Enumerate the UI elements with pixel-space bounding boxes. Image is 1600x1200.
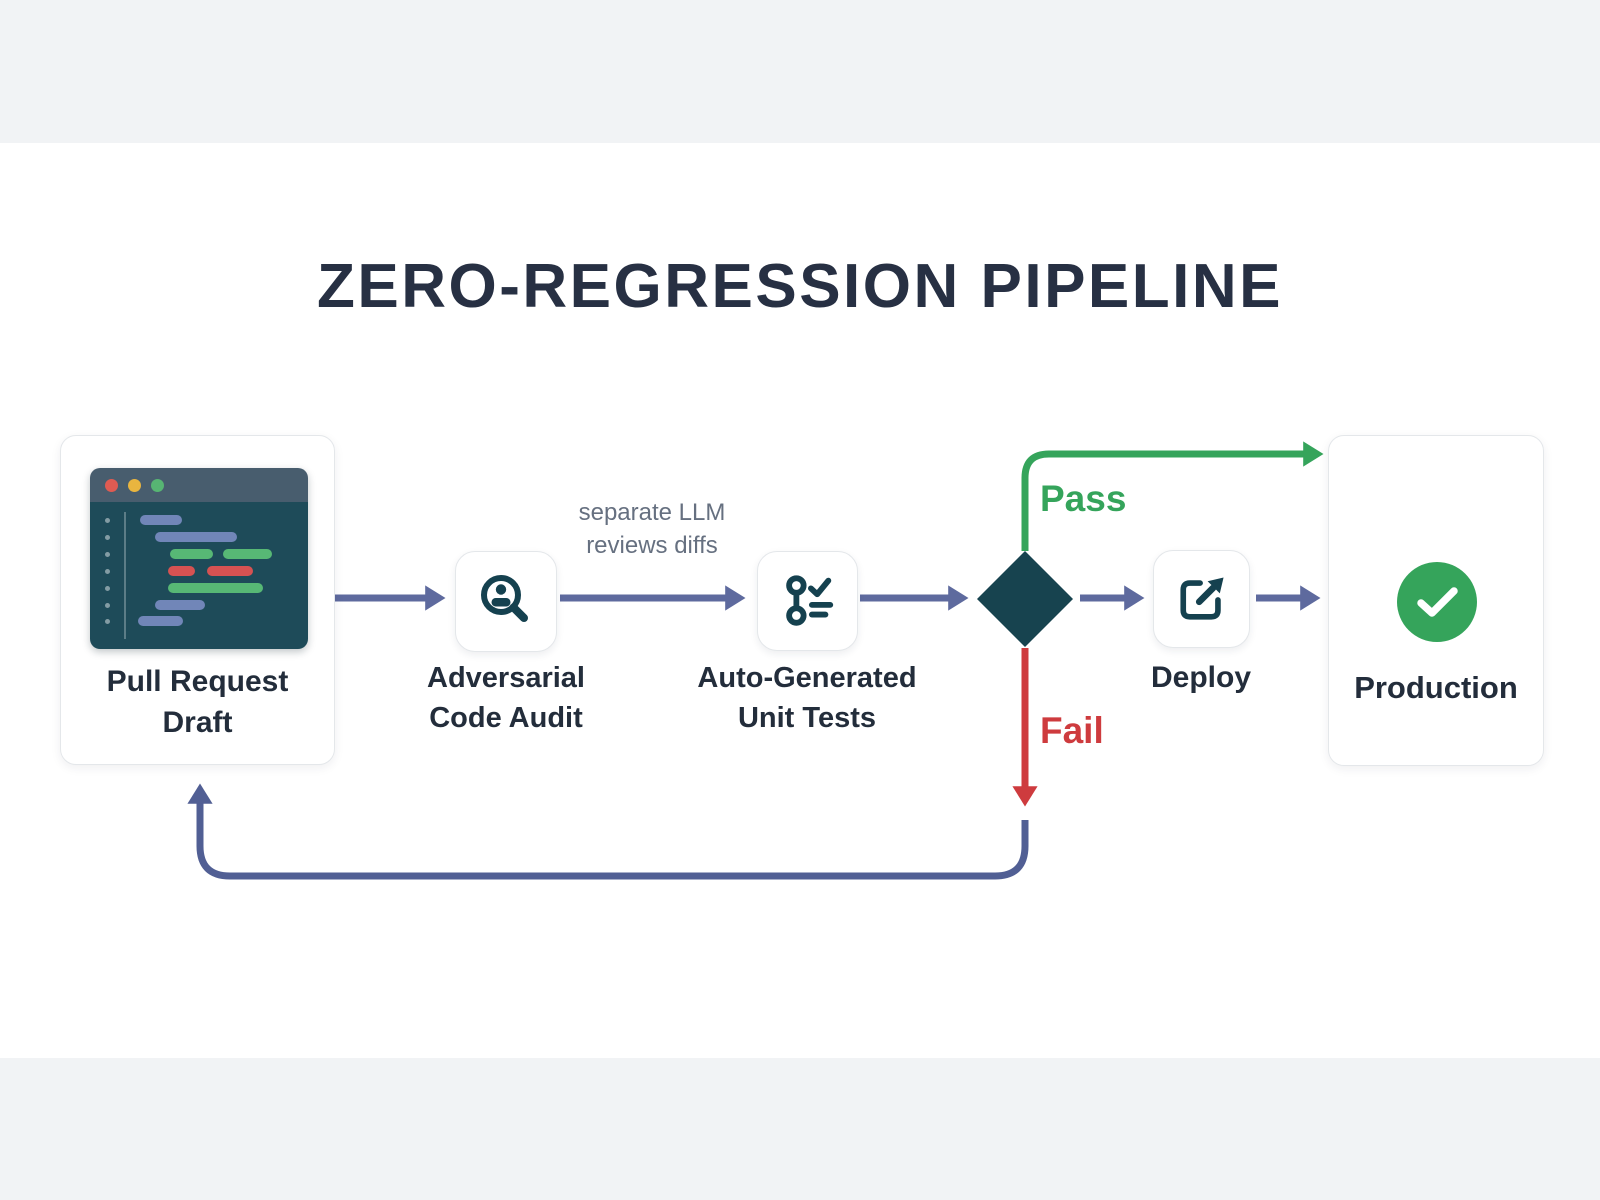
unit-tests-label: Auto-Generated Unit Tests — [697, 662, 917, 734]
node-adversarial-code-audit — [455, 551, 557, 652]
pass-label: Pass — [1040, 478, 1127, 519]
code-audit-label: Adversarial Code Audit — [427, 662, 585, 734]
node-auto-generated-unit-tests — [757, 551, 858, 651]
diagram-title: ZERO-REGRESSION PIPELINE — [316, 252, 1284, 321]
editor-titlebar — [90, 468, 308, 502]
check-mark — [1417, 587, 1458, 617]
fail-label: Fail — [1040, 710, 1104, 751]
commit-checklist-icon — [785, 575, 833, 626]
pull-request-draft-label: Pull Request Draft — [106, 665, 289, 739]
editor-code-area — [90, 502, 308, 649]
decision-diamond — [977, 551, 1073, 647]
external-link-icon — [1179, 577, 1224, 620]
fail-loopback-edge — [187, 783, 1029, 880]
node-pull-request-draft: Pull Request Draft — [60, 435, 335, 765]
check-circle-icon — [1397, 562, 1477, 642]
pass-edge — [1021, 441, 1324, 551]
llm-review-note: separate LLM reviews diffs — [578, 499, 726, 559]
code-editor-window-icon — [90, 468, 308, 649]
deploy-label: Deploy — [1150, 661, 1252, 694]
traffic-dot-green — [151, 478, 164, 492]
traffic-dot-red — [105, 478, 118, 492]
node-production: Production — [1328, 435, 1544, 766]
traffic-dot-yellow — [128, 478, 141, 492]
production-label: Production — [1354, 670, 1518, 705]
node-deploy — [1153, 550, 1250, 648]
user-search-icon — [481, 574, 528, 622]
